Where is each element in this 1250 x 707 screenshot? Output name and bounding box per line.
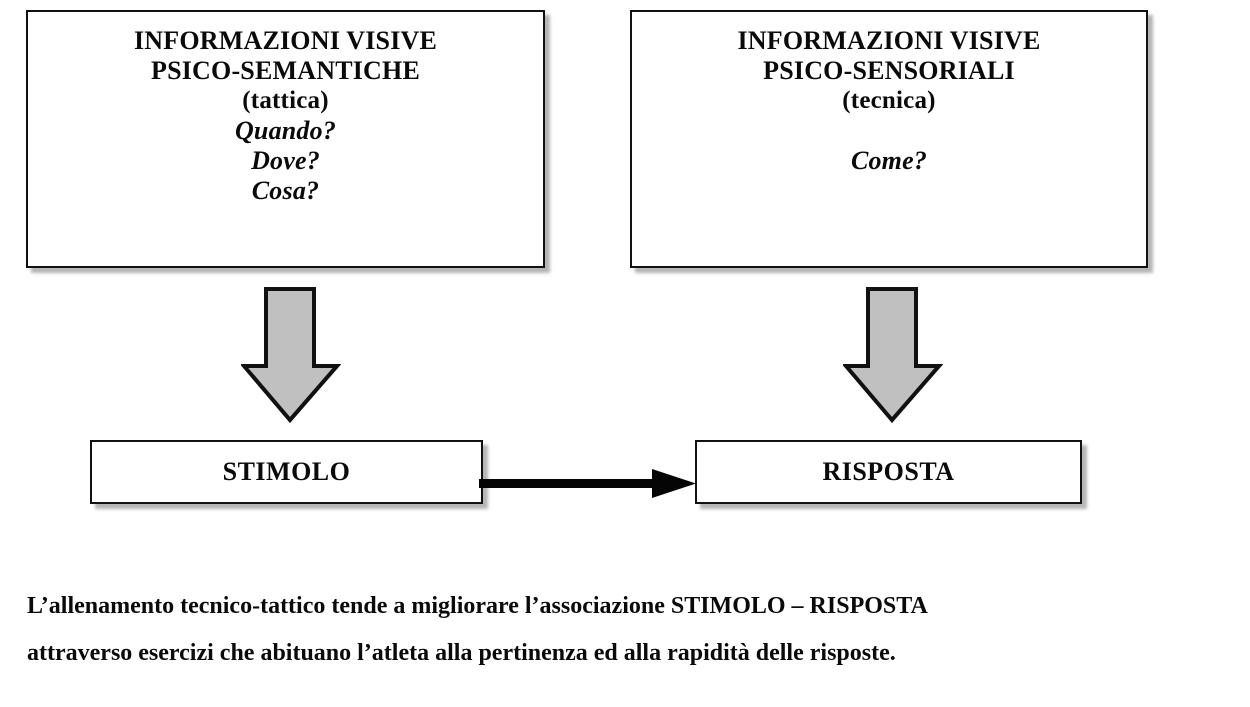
- sensorial-line-1: INFORMAZIONI VISIVE: [737, 26, 1041, 55]
- semantic-line-3: (tattica): [242, 87, 329, 114]
- down-arrow-icon-left: [239, 286, 342, 424]
- sensorial-line-4: [632, 116, 1146, 146]
- semantic-line-1: INFORMAZIONI VISIVE: [133, 26, 438, 55]
- risposta-label: RISPOSTA: [822, 457, 955, 486]
- concept-box-psico-semantiche: INFORMAZIONI VISIVE PSICO-SEMANTICHE (ta…: [26, 10, 545, 268]
- concept-box-sensorial-text: INFORMAZIONI VISIVE PSICO-SENSORIALI (te…: [632, 26, 1146, 176]
- result-box-stimolo: STIMOLO: [90, 440, 483, 504]
- sensorial-line-5: Come?: [850, 146, 928, 175]
- stimolo-label: STIMOLO: [222, 457, 351, 486]
- semantic-line-6: Cosa?: [251, 176, 320, 205]
- down-arrow-icon-right: [841, 286, 944, 424]
- semantic-line-2: PSICO-SEMANTICHE: [150, 56, 420, 85]
- sensorial-line-3: (tecnica): [842, 87, 936, 114]
- semantic-line-5: Dove?: [251, 146, 320, 175]
- semantic-line-4: Quando?: [234, 116, 337, 145]
- caption-line-1: L’allenamento tecnico-tattico tende a mi…: [27, 593, 928, 619]
- right-arrow-icon-stimolo-risposta: [479, 462, 699, 506]
- caption-paragraph: L’allenamento tecnico-tattico tende a mi…: [27, 583, 1223, 677]
- concept-box-psico-sensoriali: INFORMAZIONI VISIVE PSICO-SENSORIALI (te…: [630, 10, 1148, 268]
- concept-box-semantic-text: INFORMAZIONI VISIVE PSICO-SEMANTICHE (ta…: [28, 26, 543, 206]
- sensorial-line-2: PSICO-SENSORIALI: [763, 56, 1015, 85]
- caption-line-2: attraverso esercizi che abituano l’atlet…: [27, 640, 896, 666]
- result-box-risposta: RISPOSTA: [695, 440, 1082, 504]
